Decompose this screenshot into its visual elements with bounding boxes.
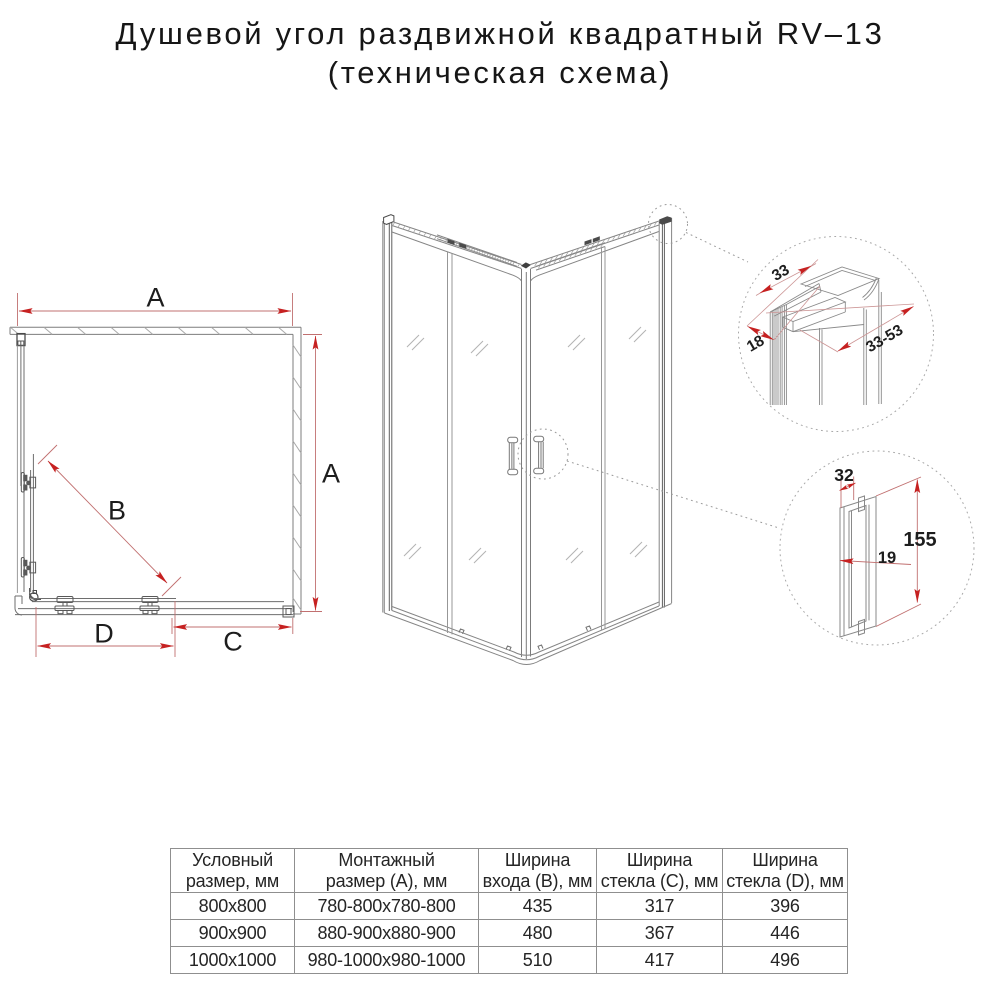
svg-text:155: 155 — [903, 529, 936, 551]
svg-text:B: B — [108, 496, 126, 526]
svg-text:A: A — [322, 459, 340, 489]
svg-text:D: D — [94, 619, 114, 649]
svg-text:32: 32 — [834, 465, 854, 485]
svg-text:33-53: 33-53 — [863, 321, 906, 356]
svg-text:C: C — [223, 627, 243, 657]
svg-text:19: 19 — [878, 549, 896, 567]
svg-text:33: 33 — [769, 261, 793, 285]
svg-text:A: A — [146, 283, 164, 313]
svg-text:18: 18 — [744, 332, 768, 356]
